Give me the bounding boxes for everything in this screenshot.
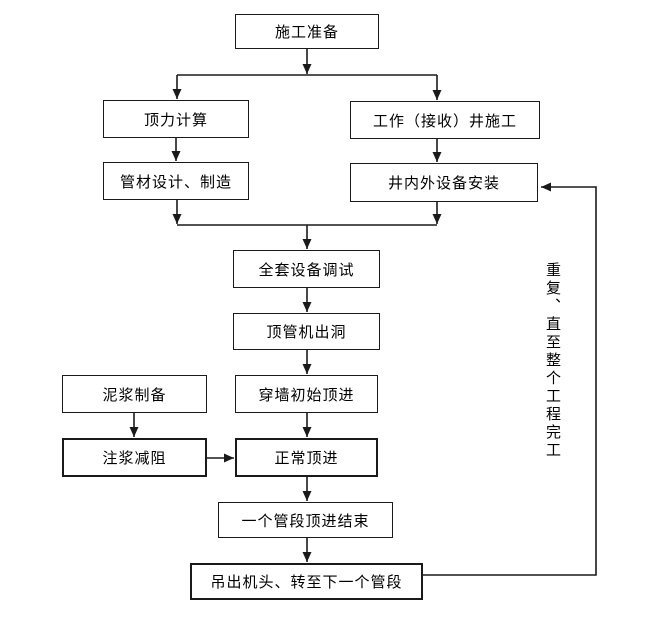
flow-node-label: 吊出机头、转至下一个管段 xyxy=(210,573,403,591)
flow-node-label: 顶力计算 xyxy=(143,110,208,129)
flow-node-label: 穿墙初始顶进 xyxy=(258,385,355,404)
flow-node-working-receiving-shaft-construction: 工作（接收）井施工 xyxy=(350,101,540,139)
flow-node-label: 施工准备 xyxy=(274,23,339,41)
feedback-loop-label: 重复、直至整个工程完工 xyxy=(544,262,562,460)
flow-node-lift-out-machine-head-next-section: 吊出机头、转至下一个管段 xyxy=(190,563,423,600)
flow-node-label: 注浆减阻 xyxy=(102,449,167,467)
flow-node-shaft-equipment-installation: 井内外设备安装 xyxy=(350,163,538,202)
flow-node-pipe-section-jacking-finished: 一个管段顶进结束 xyxy=(218,502,393,538)
flow-node-label: 一个管段顶进结束 xyxy=(241,511,370,530)
flow-node-label: 泥浆制备 xyxy=(102,385,167,404)
flow-node-mud-preparation: 泥浆制备 xyxy=(62,375,207,413)
flow-node-label: 管材设计、制造 xyxy=(119,172,232,191)
flow-node-label: 工作（接收）井施工 xyxy=(372,111,517,130)
flow-node-label: 井内外设备安装 xyxy=(387,174,500,192)
flow-node-grouting-friction-reduction: 注浆减阻 xyxy=(62,438,207,477)
flow-node-jacking-force-calculation: 顶力计算 xyxy=(103,100,249,138)
flow-node-label: 正常顶进 xyxy=(274,449,339,467)
flow-node-initial-wall-crossing-jacking: 穿墙初始顶进 xyxy=(235,375,378,413)
flow-node-label: 顶管机出洞 xyxy=(266,323,347,341)
flow-node-construction-preparation: 施工准备 xyxy=(235,14,379,49)
connector-feedback-loop xyxy=(423,182,597,576)
flow-node-jacking-machine-exit: 顶管机出洞 xyxy=(233,313,380,350)
flow-node-normal-jacking: 正常顶进 xyxy=(235,438,378,477)
flow-node-full-equipment-commissioning: 全套设备调试 xyxy=(233,250,380,288)
flow-node-label: 全套设备调试 xyxy=(258,260,355,279)
flow-node-pipe-design-manufacture: 管材设计、制造 xyxy=(103,162,249,200)
